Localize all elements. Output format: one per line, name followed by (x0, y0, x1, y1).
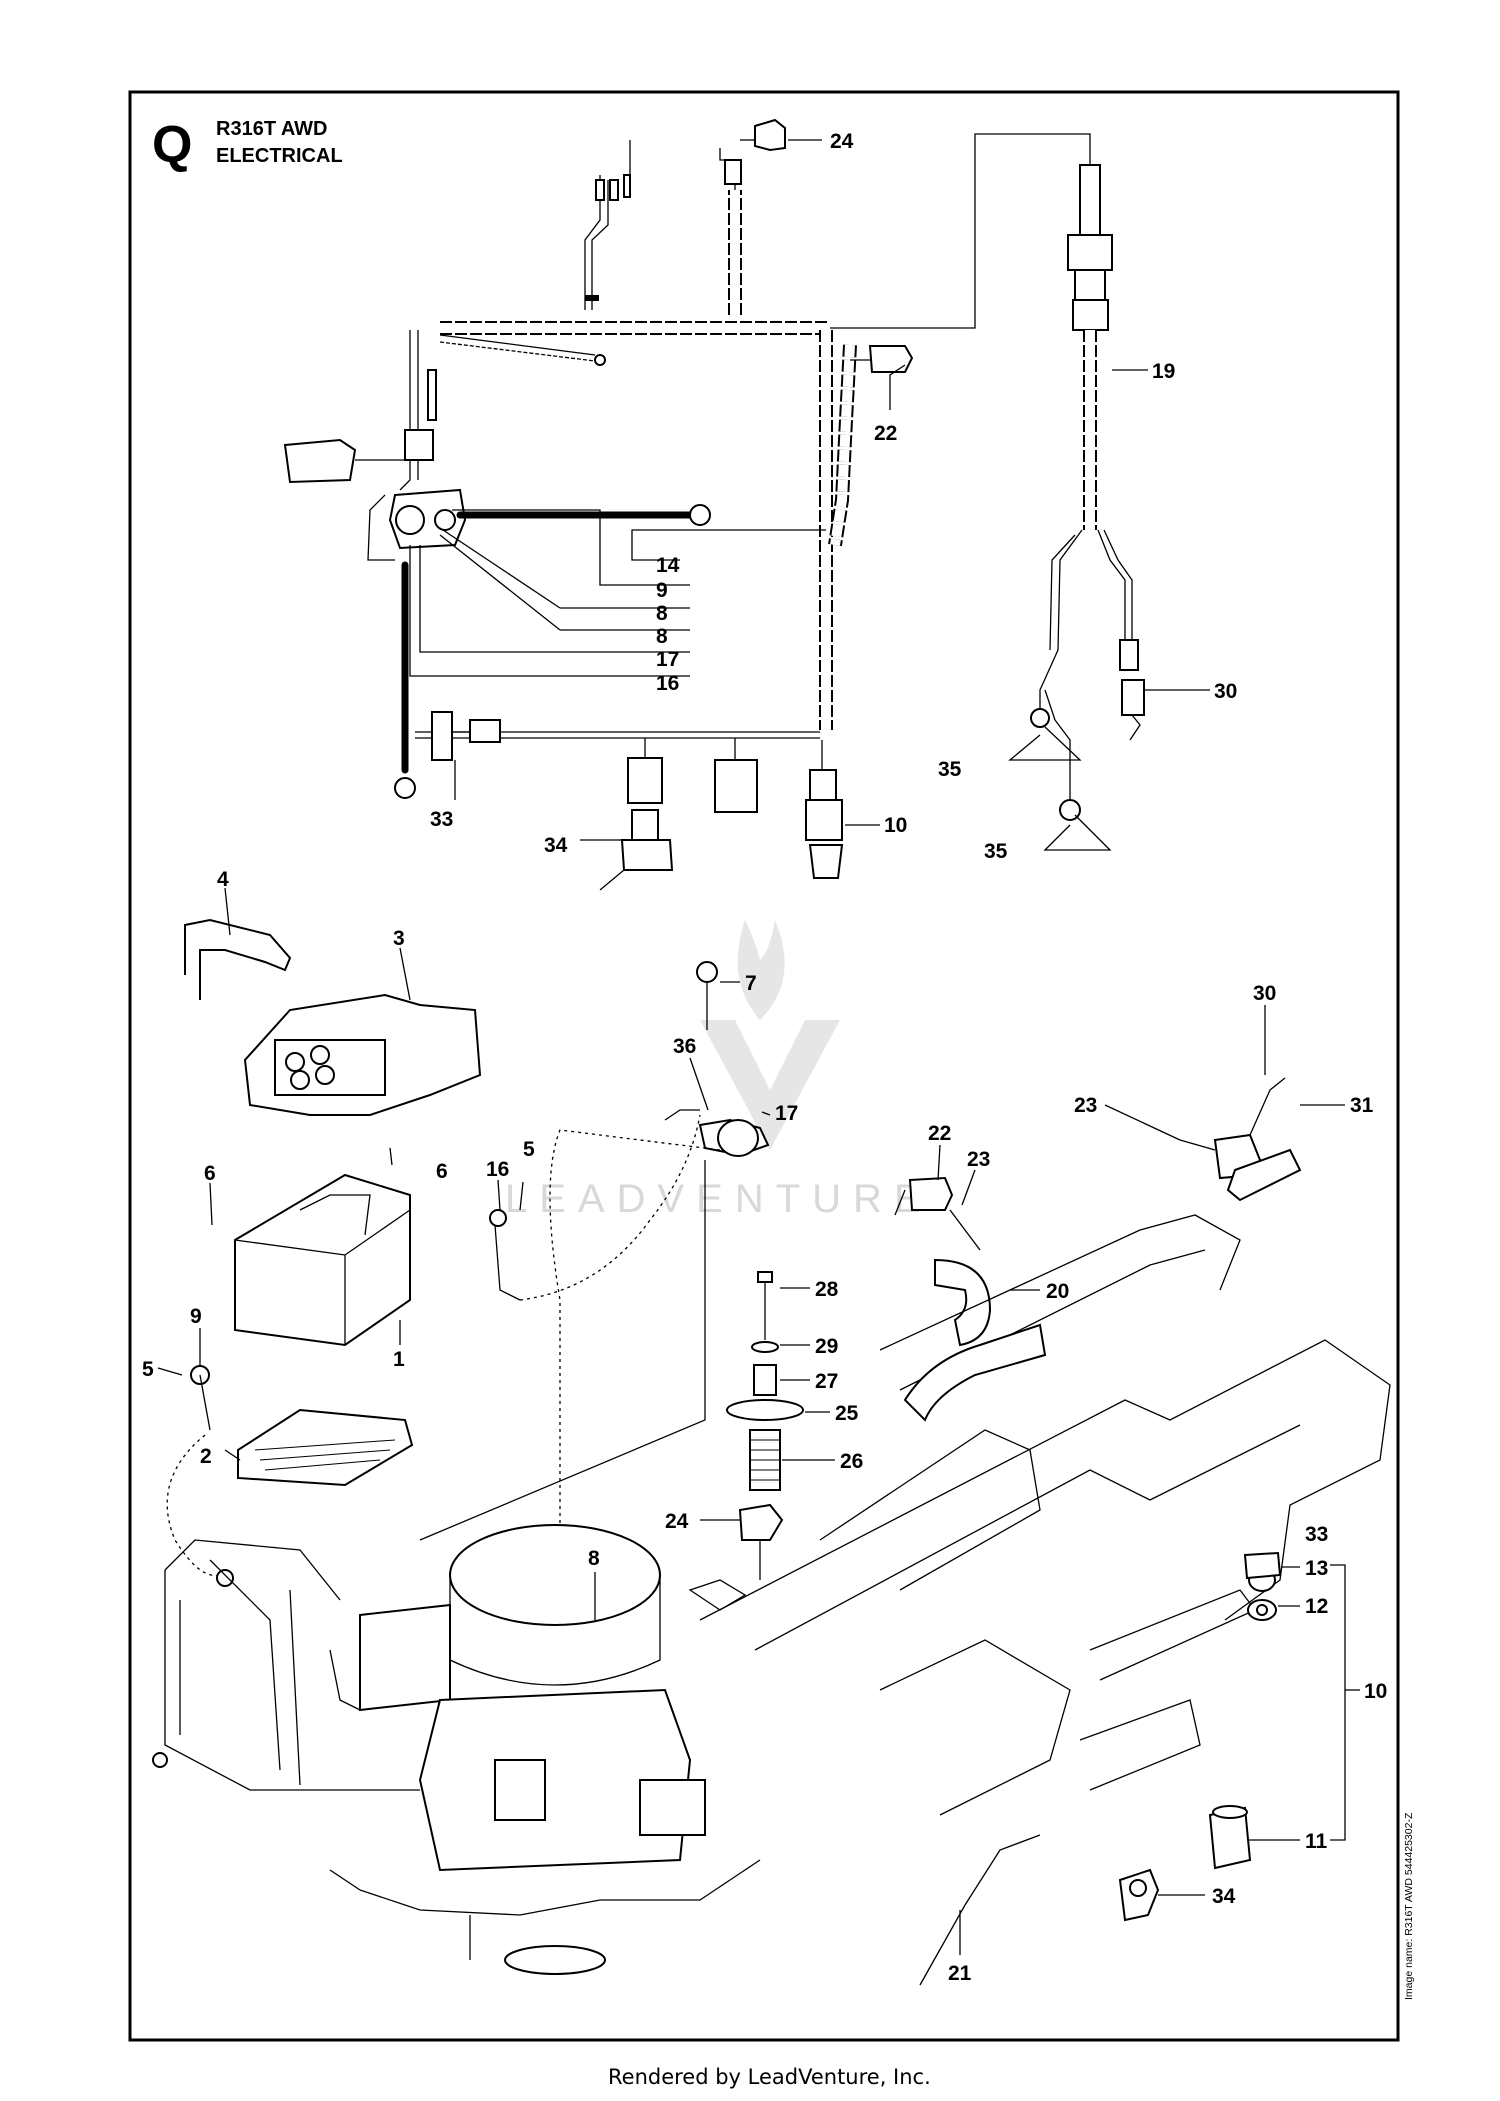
callout-13: 13 (1305, 1557, 1328, 1580)
callout-36: 36 (673, 1035, 696, 1058)
callout-14: 14 (656, 554, 680, 577)
callout-11: 11 (1305, 1830, 1328, 1853)
watermark-text: LEADVENTURE (505, 1177, 933, 1221)
battery-assembly (166, 918, 1302, 1587)
callout-26: 26 (840, 1450, 863, 1473)
callout-6: 6 (204, 1162, 216, 1185)
callout-4: 4 (217, 868, 229, 891)
diagram-frame (128, 90, 1400, 2042)
callout-29: 29 (815, 1335, 838, 1358)
callout-34: 34 (1212, 1885, 1236, 1908)
callout-23: 23 (1074, 1094, 1097, 1117)
diagram-title-section: ELECTRICAL (216, 145, 343, 167)
callout-30: 30 (1253, 982, 1276, 1005)
leader-lines (157, 139, 1360, 1955)
callout-1: 1 (393, 1348, 405, 1371)
callout-35: 35 (984, 840, 1008, 863)
callout-9: 9 (190, 1305, 202, 1328)
callout-17: 17 (775, 1102, 798, 1125)
callout-31: 31 (1350, 1094, 1374, 1117)
callout-9: 9 (656, 579, 668, 602)
callout-7: 7 (745, 972, 757, 995)
callout-16: 16 (486, 1158, 509, 1181)
callout-35: 35 (938, 758, 962, 781)
callout-33: 33 (1305, 1523, 1328, 1546)
callout-23: 23 (967, 1148, 990, 1171)
diagram-title-model: R316T AWD (216, 118, 328, 140)
callout-5: 5 (523, 1138, 535, 1161)
callout-20: 20 (1046, 1280, 1069, 1303)
callout-8: 8 (656, 602, 668, 625)
wiring-harness (283, 118, 1145, 891)
callout-30: 30 (1214, 680, 1237, 703)
callout-25: 25 (835, 1402, 859, 1425)
callout-10: 10 (1364, 1680, 1387, 1703)
callout-34: 34 (544, 834, 568, 857)
callout-28: 28 (815, 1278, 839, 1301)
callout-17: 17 (656, 648, 679, 671)
callout-24: 24 (665, 1510, 689, 1533)
callout-22: 22 (928, 1122, 951, 1145)
callout-8: 8 (588, 1547, 600, 1570)
callout-27: 27 (815, 1370, 838, 1393)
callout-19: 19 (1152, 360, 1175, 383)
watermark: LEADVENTURE (505, 920, 933, 1221)
callout-16: 16 (656, 672, 679, 695)
callout-5: 5 (142, 1358, 154, 1381)
callout-33: 33 (430, 808, 453, 831)
callout-2: 2 (200, 1445, 212, 1468)
callout-21: 21 (948, 1962, 972, 1985)
callout-22: 22 (874, 422, 897, 445)
image-name-label: Image name: R316T AWD 544425302-Z (1403, 1812, 1415, 2000)
footer-credit: Rendered by LeadVenture, Inc. (608, 2065, 931, 2089)
callouts: 24 19 22 14 9 8 8 17 16 30 35 35 33 34 1… (142, 130, 1387, 1985)
section-letter: Q (152, 116, 192, 174)
callout-6: 6 (436, 1160, 448, 1183)
callout-24: 24 (830, 130, 854, 153)
callout-3: 3 (393, 927, 405, 950)
callout-12: 12 (1305, 1595, 1328, 1618)
callout-10: 10 (884, 814, 907, 837)
callout-8: 8 (656, 625, 668, 648)
chassis-engine (152, 1214, 1391, 1986)
